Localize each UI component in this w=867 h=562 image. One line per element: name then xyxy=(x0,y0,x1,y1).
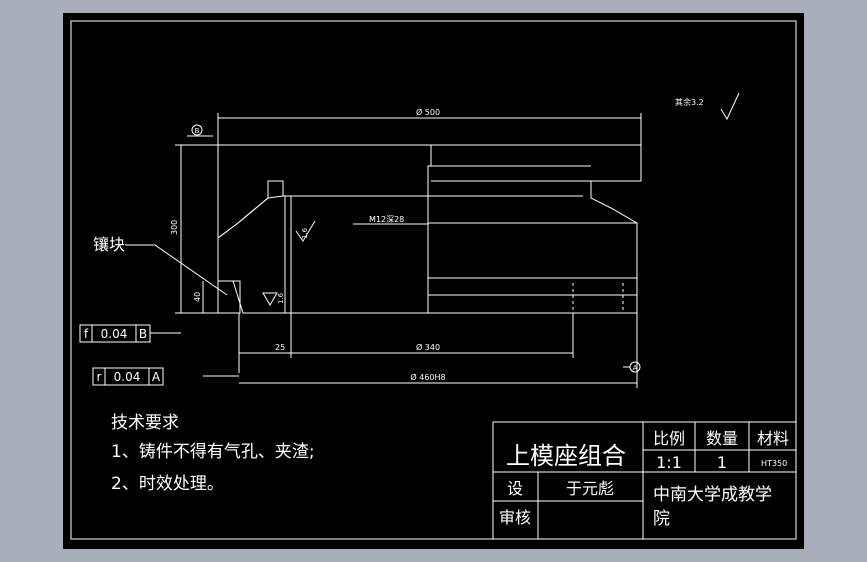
tol1-datum: B xyxy=(139,327,147,341)
roughness-symbol-general xyxy=(720,92,740,121)
checker-label: 审核 xyxy=(499,508,531,527)
material-label: 材料 xyxy=(757,429,789,448)
part-name: 上模座组合 xyxy=(506,442,626,470)
scale-value: 1:1 xyxy=(656,453,682,472)
roughness-symbol-corner xyxy=(262,292,278,306)
datum-b-circle xyxy=(191,124,203,136)
datum-b: B xyxy=(195,127,200,135)
insert-block xyxy=(217,280,241,314)
tol1-value: 0.04 xyxy=(101,327,128,341)
section-hatched-web xyxy=(217,195,286,314)
insert-callout: 镶块 xyxy=(93,235,125,254)
qty-label: 数量 xyxy=(706,429,738,448)
designer-label: 设 xyxy=(507,479,523,498)
dim-height-total: 300 xyxy=(170,220,179,235)
tolerance-frame-1: f 0.04 B xyxy=(79,324,151,343)
tol2-datum: A xyxy=(152,370,161,384)
insert-leader xyxy=(125,244,228,296)
material-value: HT350 xyxy=(761,459,787,468)
part-outline-right xyxy=(285,144,642,314)
note-item: 2、时效处理。 xyxy=(111,474,224,494)
drawing-sheet: Ø 500 300 40 M12深28 25 Ø 340 Ø 460H8 1.6… xyxy=(63,13,804,549)
school-name-wrap: 中南大学成教学院 xyxy=(653,485,772,529)
designer-name: 于元彪 xyxy=(566,479,614,498)
drawing-border xyxy=(70,20,797,540)
tol2-symbol: r xyxy=(97,370,102,384)
dim-bottom-dia: Ø 460H8 xyxy=(410,372,445,382)
datum-a: A xyxy=(633,364,638,372)
qty-value: 1 xyxy=(717,453,727,472)
dim-height-small: 40 xyxy=(193,292,202,302)
dim-offset: 25 xyxy=(275,343,285,352)
roughness-general: 其余3.2 xyxy=(675,97,704,107)
tol1-symbol: f xyxy=(84,327,89,341)
roughness-side-value: 1.6 xyxy=(301,227,309,239)
dim-top-width: Ø 500 xyxy=(416,107,440,117)
note-item: 1、铸件不得有气孔、夹渣; xyxy=(111,442,315,462)
roughness-symbol-side xyxy=(295,220,316,242)
scale-label: 比例 xyxy=(653,429,685,448)
dim-inner-dia: Ø 340 xyxy=(416,342,440,352)
roughness-corner-value: 1.6 xyxy=(277,292,285,304)
school-name: 中南大学成教学院 xyxy=(653,485,772,529)
tol2-value: 0.04 xyxy=(114,370,141,384)
cad-drawing: Ø 500 300 40 M12深28 25 Ø 340 Ø 460H8 1.6… xyxy=(70,20,797,540)
tolerance-frame-2: r 0.04 A xyxy=(92,367,164,386)
dim-thread: M12深28 xyxy=(369,215,404,224)
title-block xyxy=(492,421,797,540)
notes-heading: 技术要求 xyxy=(111,413,179,433)
